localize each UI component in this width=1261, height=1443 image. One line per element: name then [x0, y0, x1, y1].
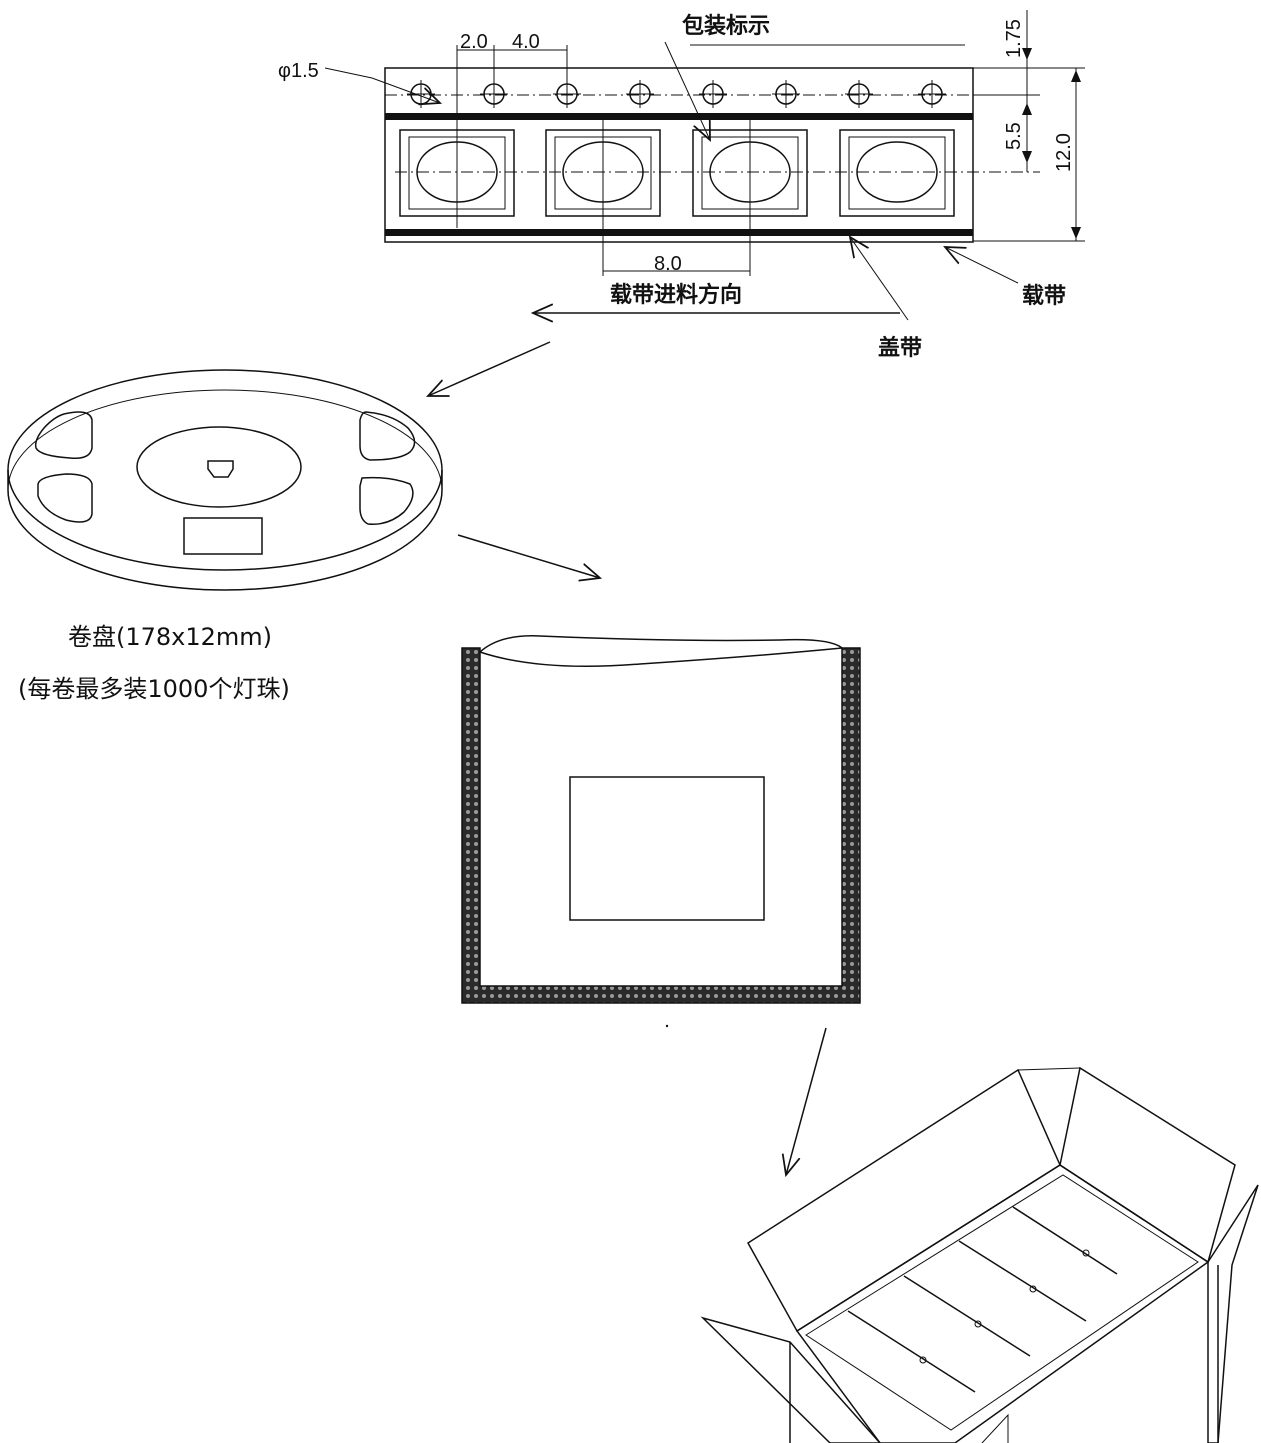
reel-rim-side: [7, 470, 443, 591]
stray-dot: [665, 1024, 669, 1028]
esd-bag-drawing: [461, 635, 861, 1028]
cover-tape-label: 盖带: [878, 335, 922, 361]
carton-right-flap: [1059, 1066, 1236, 1264]
carrier-tape-label: 载带: [1022, 283, 1066, 309]
reel-label-box: [183, 517, 263, 555]
sprocket-hole: [480, 80, 508, 108]
reel-spindle-icon: [207, 460, 234, 478]
tape-top-band: [385, 113, 973, 120]
sprocket-hole: [553, 80, 581, 108]
dim-width-label: 12.0: [1053, 133, 1075, 172]
carton-opening: [795, 1164, 1210, 1443]
reel-window: [359, 411, 416, 461]
sprocket-hole: [918, 80, 946, 108]
bag-opening: [479, 635, 843, 653]
reel-hub: [136, 426, 302, 508]
tape-bottom-band: [385, 229, 973, 236]
reel-flange: [7, 369, 443, 571]
sprocket-hole: [407, 80, 435, 108]
reel-bottom-edge: [7, 389, 443, 591]
reel-drawing: [7, 369, 443, 591]
carrier-tape-leader: [945, 247, 1019, 284]
sprocket-hole: [772, 80, 800, 108]
hole-diameter-leader: [324, 67, 440, 103]
reel-window: [359, 476, 414, 525]
bag-opening-lip: [479, 647, 843, 668]
sprocket-hole: [699, 80, 727, 108]
reel-window: [37, 473, 93, 523]
carton-inner-rim: [805, 1174, 1199, 1431]
bag-border: [461, 647, 861, 1004]
carton-flap-edge: [1017, 1067, 1081, 1071]
cover-tape-leader: [850, 237, 909, 321]
flow-arrow-reel-to-bag: [457, 534, 600, 578]
dim-edge-label: 1.75: [1003, 19, 1025, 58]
reel-size-label: 卷盘(178x12mm): [68, 623, 272, 651]
flow-arrow-bag-to-box: [786, 1027, 827, 1175]
tape-outline: [384, 67, 974, 243]
feed-direction-label: 载带进料方向: [610, 282, 742, 308]
packaging-label-title: 包装标示: [682, 13, 770, 39]
dim-center-label: 5.5: [1003, 122, 1025, 150]
dim-hole-pitch-label: 4.0: [512, 31, 540, 53]
carton-back-flap: [747, 1068, 1061, 1333]
led-pocket: [839, 129, 955, 217]
dim-hole-offset-label: 2.0: [460, 31, 488, 53]
tape-pockets: [399, 129, 955, 217]
carton-front-flap: [700, 1316, 882, 1443]
carton-drawing: [700, 1066, 1259, 1443]
sprocket-hole: [845, 80, 873, 108]
bag-label-box: [569, 776, 765, 921]
carrier-tape-drawing: 2.0 4.0 φ1.5 包装标示 1.75 5.5 12.0 8.0 载带进料…: [278, 10, 1085, 361]
flow-arrow-tape-to-reel: [428, 341, 551, 396]
sprocket-hole: [626, 80, 654, 108]
carton-reel-dividers: [847, 1206, 1118, 1393]
carton-label-corner: [981, 1413, 1009, 1443]
title-leader: [664, 41, 710, 140]
sprocket-holes: [407, 80, 946, 108]
hole-diameter-label: φ1.5: [278, 60, 319, 82]
reel-window: [34, 411, 93, 460]
carton-side-flap: [1207, 1184, 1259, 1443]
dim-pocket-pitch-label: 8.0: [654, 253, 682, 275]
reel-capacity-label: (每卷最多装1000个灯珠): [18, 675, 290, 703]
